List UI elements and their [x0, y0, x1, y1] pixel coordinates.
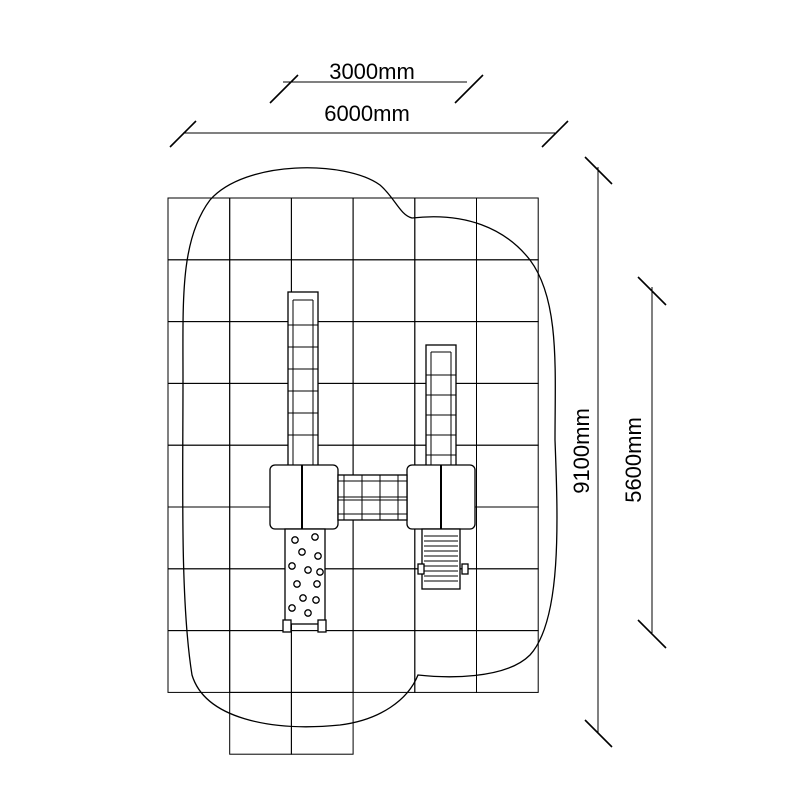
ground-tile	[352, 321, 416, 384]
left-tower-platform	[269, 464, 339, 530]
dimension-9100-label: 9100mm	[569, 408, 594, 494]
ground-tile	[229, 197, 292, 261]
dimension-3000: 3000mm	[269, 59, 484, 104]
climbing-hold	[288, 562, 296, 570]
ground-tile	[352, 382, 416, 446]
ground-tile	[167, 197, 231, 261]
ground-tile	[229, 259, 292, 323]
dimension-6000: 6000mm	[169, 101, 569, 148]
dimension-9100: 9100mm	[569, 156, 613, 748]
ground-tile	[476, 382, 539, 446]
ground-tile	[414, 197, 477, 261]
ground-tile	[476, 321, 539, 384]
ground-tile-grid	[167, 197, 539, 755]
ground-tile	[476, 197, 539, 261]
ground-tile	[476, 444, 539, 508]
climbing-hold	[299, 594, 307, 602]
climbing-hold	[293, 580, 301, 588]
ground-tile	[352, 568, 416, 632]
ground-tile	[229, 321, 292, 384]
ground-tile	[352, 197, 416, 261]
climbing-hold	[316, 568, 324, 576]
ground-tile	[167, 382, 231, 446]
left-slide	[287, 291, 319, 468]
ground-tile	[414, 259, 477, 323]
ground-tile	[476, 259, 539, 323]
connecting-bridge	[337, 474, 408, 521]
climbing-hold	[313, 580, 321, 588]
ground-tile	[167, 444, 231, 508]
ground-tile	[229, 630, 292, 693]
climbing-hold	[314, 552, 322, 560]
right-tower-platform	[406, 464, 476, 530]
safety-zone-outline	[182, 167, 558, 728]
ground-tile	[290, 691, 354, 755]
climbing-wall	[282, 528, 327, 633]
climbing-hold	[311, 533, 319, 541]
ground-tile	[414, 630, 477, 693]
climbing-hold	[304, 566, 312, 574]
climbing-hold	[291, 536, 299, 544]
ground-tile	[229, 382, 292, 446]
ground-tile	[167, 630, 231, 693]
ground-tile	[290, 197, 354, 261]
dimension-5600-label: 5600mm	[621, 417, 646, 503]
dimension-5600: 5600mm	[621, 276, 667, 649]
right-slide	[425, 344, 457, 468]
climbing-hold	[304, 609, 312, 617]
ground-tile	[476, 630, 539, 693]
ground-tile	[476, 568, 539, 632]
dimension-3000-label: 3000mm	[329, 59, 415, 84]
ground-tile	[476, 506, 539, 570]
ground-tile	[290, 630, 354, 693]
climbing-hold	[312, 596, 320, 604]
ground-tile	[167, 259, 231, 323]
ground-tile	[352, 630, 416, 693]
ground-tile	[352, 259, 416, 323]
climbing-hold	[288, 604, 296, 612]
ground-tile	[167, 506, 231, 570]
ground-tile	[167, 321, 231, 384]
access-ladder	[417, 528, 469, 590]
climbing-hold	[298, 548, 306, 556]
ground-tile	[167, 568, 231, 632]
ground-tile	[229, 568, 292, 632]
dimension-6000-label: 6000mm	[324, 101, 410, 126]
